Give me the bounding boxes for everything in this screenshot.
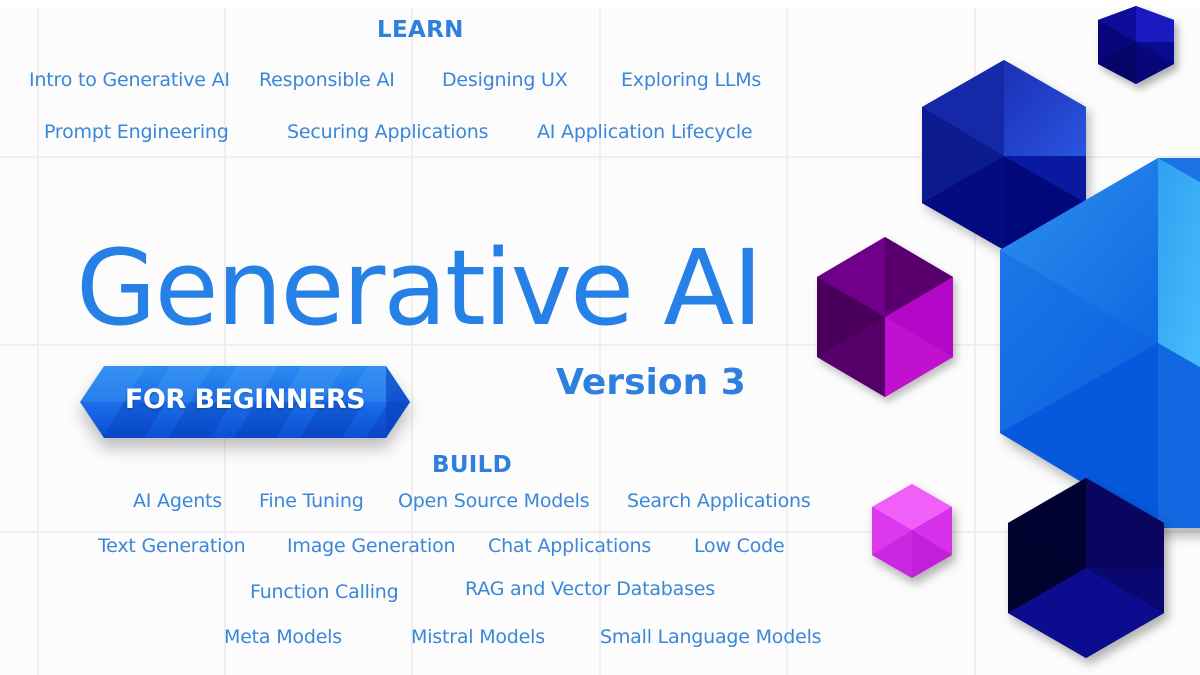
grid-line [786, 8, 788, 675]
lesson-link-chat-apps[interactable]: Chat Applications [488, 535, 652, 557]
grid-line [0, 156, 1200, 158]
lesson-link-image-generation[interactable]: Image Generation [287, 535, 456, 557]
purple-cube-icon [817, 237, 953, 397]
lesson-link-text-generation[interactable]: Text Generation [98, 535, 246, 557]
lesson-link-function-calling[interactable]: Function Calling [250, 581, 399, 603]
lesson-link-securing-apps[interactable]: Securing Applications [287, 121, 489, 143]
grid-line [974, 8, 976, 675]
lesson-link-meta-models[interactable]: Meta Models [224, 626, 342, 648]
lesson-link-low-code[interactable]: Low Code [694, 535, 785, 557]
grid-line [411, 8, 413, 675]
lesson-link-ai-agents[interactable]: AI Agents [133, 490, 222, 512]
main-title: Generative AI [76, 227, 763, 349]
grid-line [224, 8, 226, 675]
lesson-link-mistral-models[interactable]: Mistral Models [411, 626, 545, 648]
lesson-link-small-language-models[interactable]: Small Language Models [600, 626, 822, 648]
grid-line [37, 8, 39, 675]
lesson-link-fine-tuning[interactable]: Fine Tuning [259, 490, 364, 512]
dark-navy-cube-icon [1008, 478, 1164, 658]
learn-heading: LEARN [377, 17, 464, 43]
badge-label: FOR BEGINNERS [124, 384, 366, 415]
version-label: Version 3 [556, 362, 746, 403]
for-beginners-badge: FOR BEGINNERS [80, 366, 410, 438]
navy-cube-small-icon [1098, 6, 1174, 84]
build-heading: BUILD [432, 452, 513, 478]
lesson-link-intro-genai[interactable]: Intro to Generative AI [29, 69, 230, 91]
lesson-link-search-apps[interactable]: Search Applications [627, 490, 811, 512]
lesson-link-responsible-ai[interactable]: Responsible AI [259, 69, 395, 91]
lesson-link-prompt-engineering[interactable]: Prompt Engineering [44, 121, 229, 143]
lesson-link-rag-vector-db[interactable]: RAG and Vector Databases [465, 578, 715, 600]
lesson-link-exploring-llms[interactable]: Exploring LLMs [621, 69, 762, 91]
sky-blue-cube-large-icon [1000, 158, 1200, 528]
badge-banner-shape [80, 366, 410, 438]
lesson-link-open-source-models[interactable]: Open Source Models [398, 490, 590, 512]
blue-cube-medium-icon [922, 60, 1086, 250]
magenta-cube-icon [872, 484, 952, 578]
grid-line [0, 344, 1200, 346]
grid-line [599, 8, 601, 675]
lesson-link-designing-ux[interactable]: Designing UX [442, 69, 568, 91]
lesson-link-ai-app-lifecycle[interactable]: AI Application Lifecycle [537, 121, 753, 143]
grid-line [0, 531, 1200, 533]
